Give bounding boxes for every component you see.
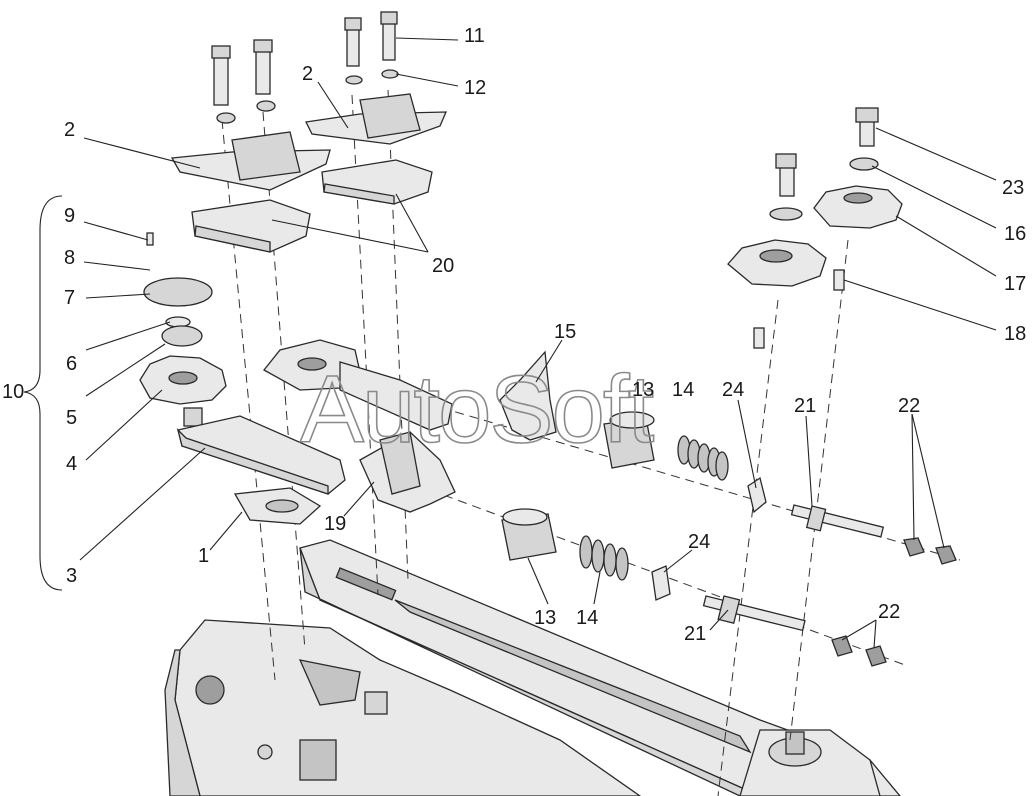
- callout-24-lower: 24: [688, 531, 710, 553]
- right-sprockets: [727, 107, 903, 349]
- watermark-text: AutoSoft: [300, 356, 654, 463]
- callout-18: 18: [1004, 323, 1026, 345]
- bolts-top: [211, 11, 399, 124]
- callout-17: 17: [1004, 273, 1026, 295]
- callout-23: 23: [1002, 177, 1024, 199]
- callout-22-upper: 22: [898, 395, 920, 417]
- callout-2-left: 2: [64, 119, 75, 141]
- callout-6: 6: [66, 353, 77, 375]
- lower-pin-group: [501, 508, 887, 667]
- callout-3: 3: [66, 565, 77, 587]
- spacer-plates-20: [191, 159, 433, 253]
- leader-lines: [23, 37, 997, 649]
- callout-13-lower: 13: [534, 607, 556, 629]
- callout-22-lower: 22: [878, 601, 900, 623]
- callout-11: 11: [464, 25, 485, 47]
- upper-pin-group: [603, 411, 957, 565]
- callout-14-upper: 14: [672, 379, 694, 401]
- callout-5: 5: [66, 407, 77, 429]
- callout-24-upper: 24: [722, 379, 744, 401]
- callout-15: 15: [554, 321, 576, 343]
- callout-9: 9: [64, 205, 75, 227]
- middle-sprocket-lever: [263, 339, 557, 513]
- callout-7: 7: [64, 287, 75, 309]
- callout-16: 16: [1004, 223, 1026, 245]
- callout-13-upper: 13: [632, 379, 654, 401]
- callout-14-lower: 14: [576, 607, 598, 629]
- callout-10: 10: [2, 381, 24, 403]
- callout-21-lower: 21: [684, 623, 706, 645]
- callout-19: 19: [324, 513, 346, 535]
- callout-1: 1: [198, 545, 209, 567]
- clamp-bracket-2: [170, 93, 447, 191]
- callout-12: 12: [464, 77, 486, 99]
- callout-2-upper: 2: [302, 63, 313, 85]
- callout-21-upper: 21: [794, 395, 816, 417]
- callout-8: 8: [64, 247, 75, 269]
- sprocket-group-left: [139, 232, 346, 525]
- callout-20: 20: [432, 255, 454, 277]
- base-frame: [164, 539, 901, 796]
- callout-labels: 11 12 2 2 23 16 17 18 9 8 7 6 5 4 3 10 2…: [2, 25, 1026, 645]
- callout-4: 4: [66, 453, 77, 475]
